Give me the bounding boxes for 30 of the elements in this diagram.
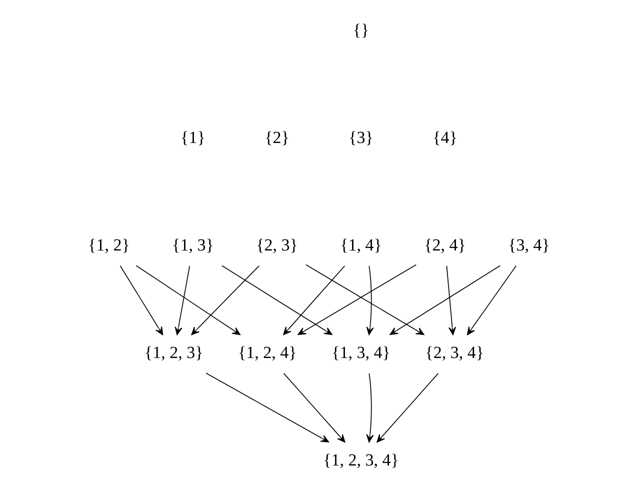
arrow — [221, 265, 332, 336]
arrow — [120, 265, 164, 336]
node-text: {4} — [432, 128, 458, 148]
arrow — [366, 372, 374, 443]
node-text: {1, 3, 4} — [332, 342, 390, 362]
node-text: {} — [352, 20, 370, 40]
arrow — [206, 372, 330, 442]
arrow — [283, 372, 346, 443]
node-text: {1, 2} — [88, 236, 130, 255]
arrow — [390, 265, 501, 336]
arrow — [376, 372, 439, 443]
node-text: {2, 3, 4} — [425, 342, 484, 362]
arrow — [466, 265, 516, 336]
node-text: {3, 4} — [508, 236, 550, 255]
node-text: {3} — [348, 128, 374, 148]
node-text: {2, 4} — [424, 236, 466, 255]
node-text: {1, 2, 3} — [144, 342, 204, 362]
node-text: {1, 3} — [172, 236, 214, 255]
node-text: {1, 2, 4} — [238, 342, 297, 362]
node-text: {2, 3} — [256, 236, 298, 255]
node-text: {1, 4} — [340, 236, 382, 255]
node-text: {2} — [264, 128, 290, 148]
arrow — [174, 265, 190, 336]
arrow — [283, 265, 346, 336]
node-text: {1} — [180, 128, 206, 148]
node-text: {1, 2, 3, 4} — [323, 450, 399, 470]
arrow — [446, 265, 456, 336]
arrow — [136, 265, 240, 336]
arrow — [191, 265, 260, 336]
arrow — [366, 265, 374, 336]
